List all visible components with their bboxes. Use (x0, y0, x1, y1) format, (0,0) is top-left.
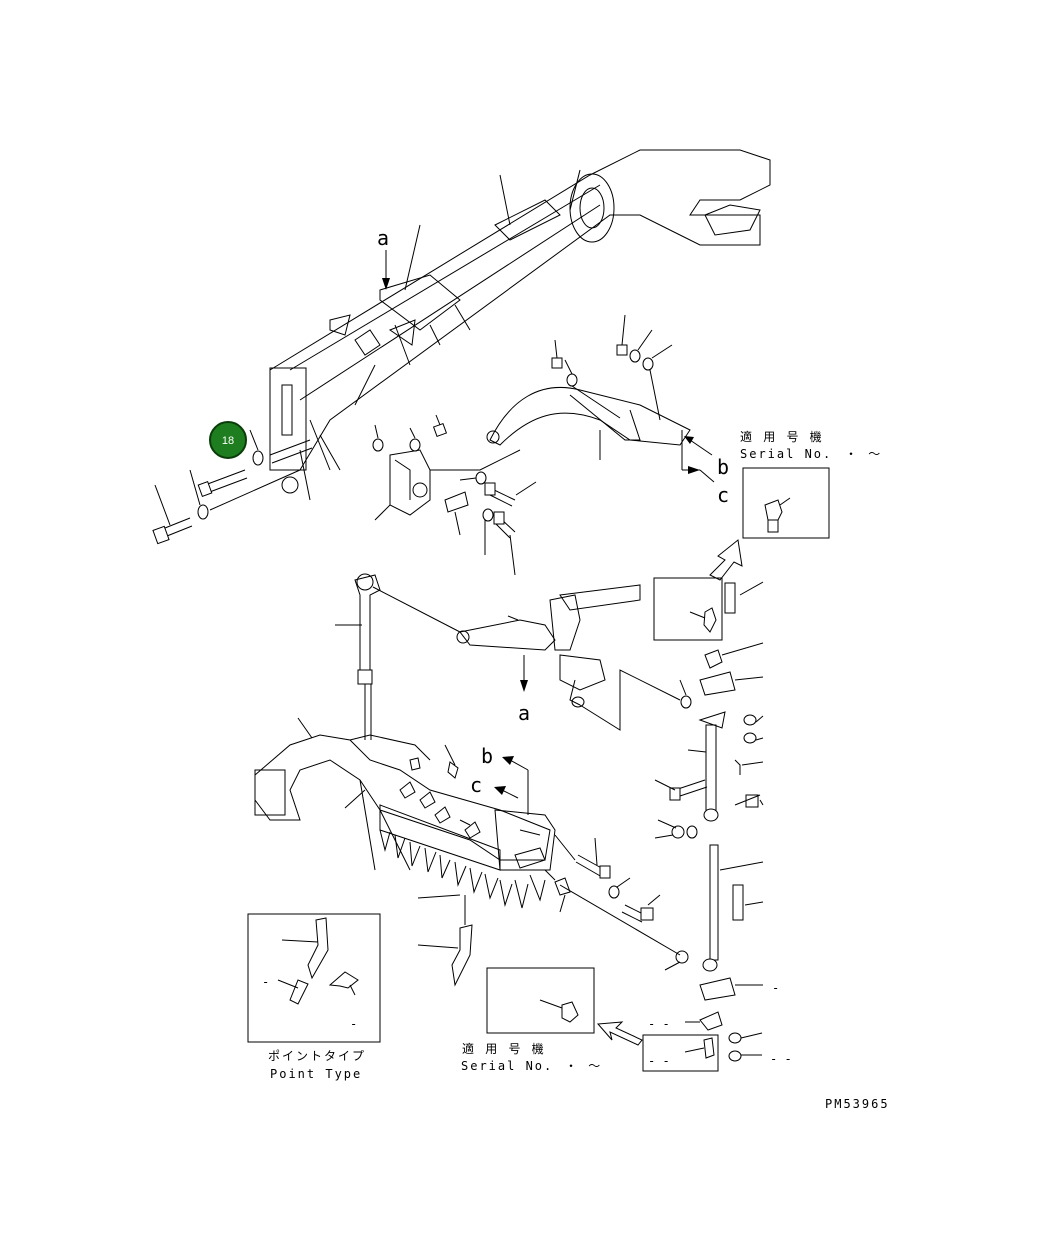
detail-box-grease-fitting-top (742, 467, 830, 539)
dash-label-1: - (772, 981, 779, 995)
arrow-up-to-detail (709, 539, 743, 581)
ripper-assembly (254, 717, 681, 987)
serial-bottom-jp: 適 用 号 機 (462, 1041, 546, 1056)
drawing-code: PM53965 (825, 1097, 890, 1111)
label-a-mid: a (518, 701, 530, 725)
serial-top-range: ・ ～ (845, 447, 882, 461)
callout-18-number: 18 (222, 435, 234, 447)
serial-bottom-en: Serial No. (461, 1059, 553, 1073)
left-bolts (152, 429, 313, 545)
arrows-bc-mid (494, 756, 529, 799)
serial-bottom-range: ・ ～ (565, 1059, 602, 1073)
callout-18-badge[interactable]: 18 (209, 421, 247, 459)
label-b-top: b (717, 455, 729, 479)
detail-box-point-type (247, 913, 381, 1043)
bracket-parts (372, 414, 537, 576)
right-rod-upper (654, 581, 764, 839)
arrow-a-top (382, 250, 390, 290)
dash-label-6: - (350, 1017, 357, 1031)
dash-label-2: - (262, 975, 269, 989)
arrows-bc-top (684, 436, 715, 483)
detail-box-bottom-right (642, 1011, 763, 1072)
arrow-a-mid (520, 655, 528, 692)
right-rod-lower (664, 844, 764, 1001)
label-c-top: c (717, 483, 729, 507)
dash-label-4: - - (648, 1054, 670, 1068)
label-b-mid: b (481, 744, 493, 768)
point-type-jp: ポイントタイプ (268, 1049, 366, 1063)
detail-box-bottom-middle (486, 967, 595, 1034)
serial-top-jp: 適 用 号 機 (740, 429, 824, 444)
serial-top-en: Serial No. (740, 447, 832, 461)
arrow-left-bottom (596, 1021, 643, 1046)
point-type-en: Point Type (270, 1067, 362, 1081)
detail-box-middle (653, 577, 723, 641)
upper-lever (486, 314, 700, 471)
label-a-top: a (377, 226, 389, 250)
middle-linkage (335, 573, 692, 740)
axle-frame (269, 149, 771, 501)
dash-label-3: - - (648, 1017, 670, 1031)
label-c-mid: c (470, 773, 482, 797)
dash-label-5: - - (770, 1052, 792, 1066)
